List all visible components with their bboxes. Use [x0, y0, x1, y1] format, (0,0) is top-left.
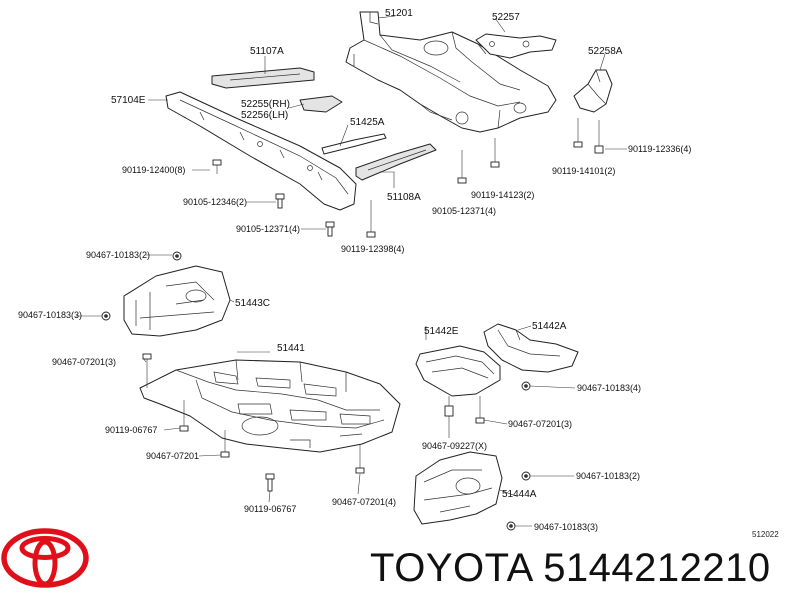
- label-90467-07201-d: 90467-07201(4): [332, 497, 396, 507]
- label-90467-10183-a: 90467-10183(2): [86, 250, 150, 260]
- label-52258A: 52258A: [588, 46, 623, 57]
- strip-51425A: [321, 133, 387, 155]
- plate-51107A: [211, 67, 315, 89]
- label-90467-07201-c: 90467-07201: [146, 451, 199, 461]
- clip-90467-09227: [444, 396, 454, 417]
- label-90467-10183-b: 90467-10183(3): [18, 310, 82, 320]
- label-90119-14123: 90119-14123(2): [471, 190, 534, 200]
- label-51425A: 51425A: [350, 117, 385, 128]
- cover-51442E: [415, 345, 501, 397]
- label-90467-07201-b: 90467-07201(3): [508, 419, 572, 429]
- clip-90467-07201-d: [355, 444, 365, 474]
- part-number: 5144212210: [543, 546, 771, 590]
- bracket-52258A: [573, 69, 613, 113]
- label-90467-07201-a: 90467-07201(3): [52, 357, 116, 367]
- clip-90467-07201-c: [220, 430, 230, 458]
- label-90119-06767-b: 90119-06767: [244, 504, 296, 514]
- label-51201: 51201: [385, 8, 413, 19]
- clip-90467-10183-e: [506, 521, 516, 531]
- toyota-logo: [1, 528, 89, 588]
- bolt-90105-12346: [275, 193, 285, 209]
- bolt-90105-12371: [325, 221, 335, 237]
- label-52255: 52255(RH): [241, 99, 290, 110]
- label-51443C: 51443C: [235, 298, 270, 309]
- plate-51108A: [355, 143, 437, 181]
- bolt-90119-06767-b: [265, 473, 275, 492]
- label-52257: 52257: [492, 12, 520, 23]
- label-51444A: 51444A: [502, 489, 537, 500]
- part-labels: 51201 52257 51107A 52258A 57104E 52255(R…: [18, 8, 691, 532]
- label-90105-12346: 90105-12346(2): [183, 197, 247, 207]
- label-90105-12371-a: 90105-12371(4): [236, 224, 300, 234]
- cover-51444A: [413, 451, 503, 525]
- label-90119-12398: 90119-12398(4): [341, 244, 404, 254]
- crossmember-51201: [345, 11, 557, 133]
- clip-90467-07201-a: [142, 353, 152, 388]
- clip-90467-10183-c: [521, 381, 531, 391]
- label-90467-09227: 90467-09227(X): [422, 441, 487, 451]
- member-57104E: [165, 91, 357, 211]
- label-90119-14101: 90119-14101(2): [552, 166, 615, 176]
- label-51441: 51441: [277, 343, 305, 354]
- cover-51443C: [123, 265, 231, 337]
- label-52256: 52256(LH): [241, 110, 288, 121]
- clip-90467-10183-d: [521, 471, 531, 481]
- bolt-group-upper: [212, 118, 604, 238]
- label-90467-10183-e: 90467-10183(3): [534, 522, 598, 532]
- bolt-90119-14101: [573, 118, 583, 148]
- bolt-90119-14123: [490, 138, 500, 168]
- cover-51441: [139, 359, 401, 453]
- label-51108A: 51108A: [387, 192, 421, 203]
- bolt-90105-12371-b: [457, 150, 467, 184]
- label-90119-12336: 90119-12336(4): [628, 144, 691, 154]
- bolt-90119-12336: [594, 120, 604, 154]
- leader-lines: [76, 15, 627, 527]
- label-90467-10183-c: 90467-10183(4): [577, 383, 641, 393]
- label-90119-12400: 90119-12400(8): [122, 165, 185, 175]
- label-51107A: 51107A: [250, 46, 284, 57]
- label-51442A: 51442A: [532, 321, 567, 332]
- bolt-90119-12400: [212, 159, 222, 174]
- clip-90467-10183-b: [101, 311, 111, 321]
- shield-51442A: [483, 323, 579, 373]
- bracket-52257: [475, 33, 557, 59]
- label-57104E: 57104E: [111, 95, 146, 106]
- label-90467-10183-d: 90467-10183(2): [576, 471, 640, 481]
- label-90105-12371-b: 90105-12371(4): [432, 206, 496, 216]
- bolt-90119-06767-a: [179, 400, 189, 432]
- brand-part-number: TOYOTA 5144212210: [370, 548, 771, 588]
- brand-name: TOYOTA: [370, 546, 532, 590]
- clip-90467-07201-b: [475, 396, 485, 424]
- diagram-code: 512022: [752, 530, 779, 539]
- clip-90467-10183-a: [172, 251, 182, 261]
- label-90119-06767-a: 90119-06767: [105, 425, 157, 435]
- bracket-52255: [299, 95, 343, 113]
- bolt-90119-12398: [366, 200, 376, 238]
- label-51442E: 51442E: [424, 326, 459, 337]
